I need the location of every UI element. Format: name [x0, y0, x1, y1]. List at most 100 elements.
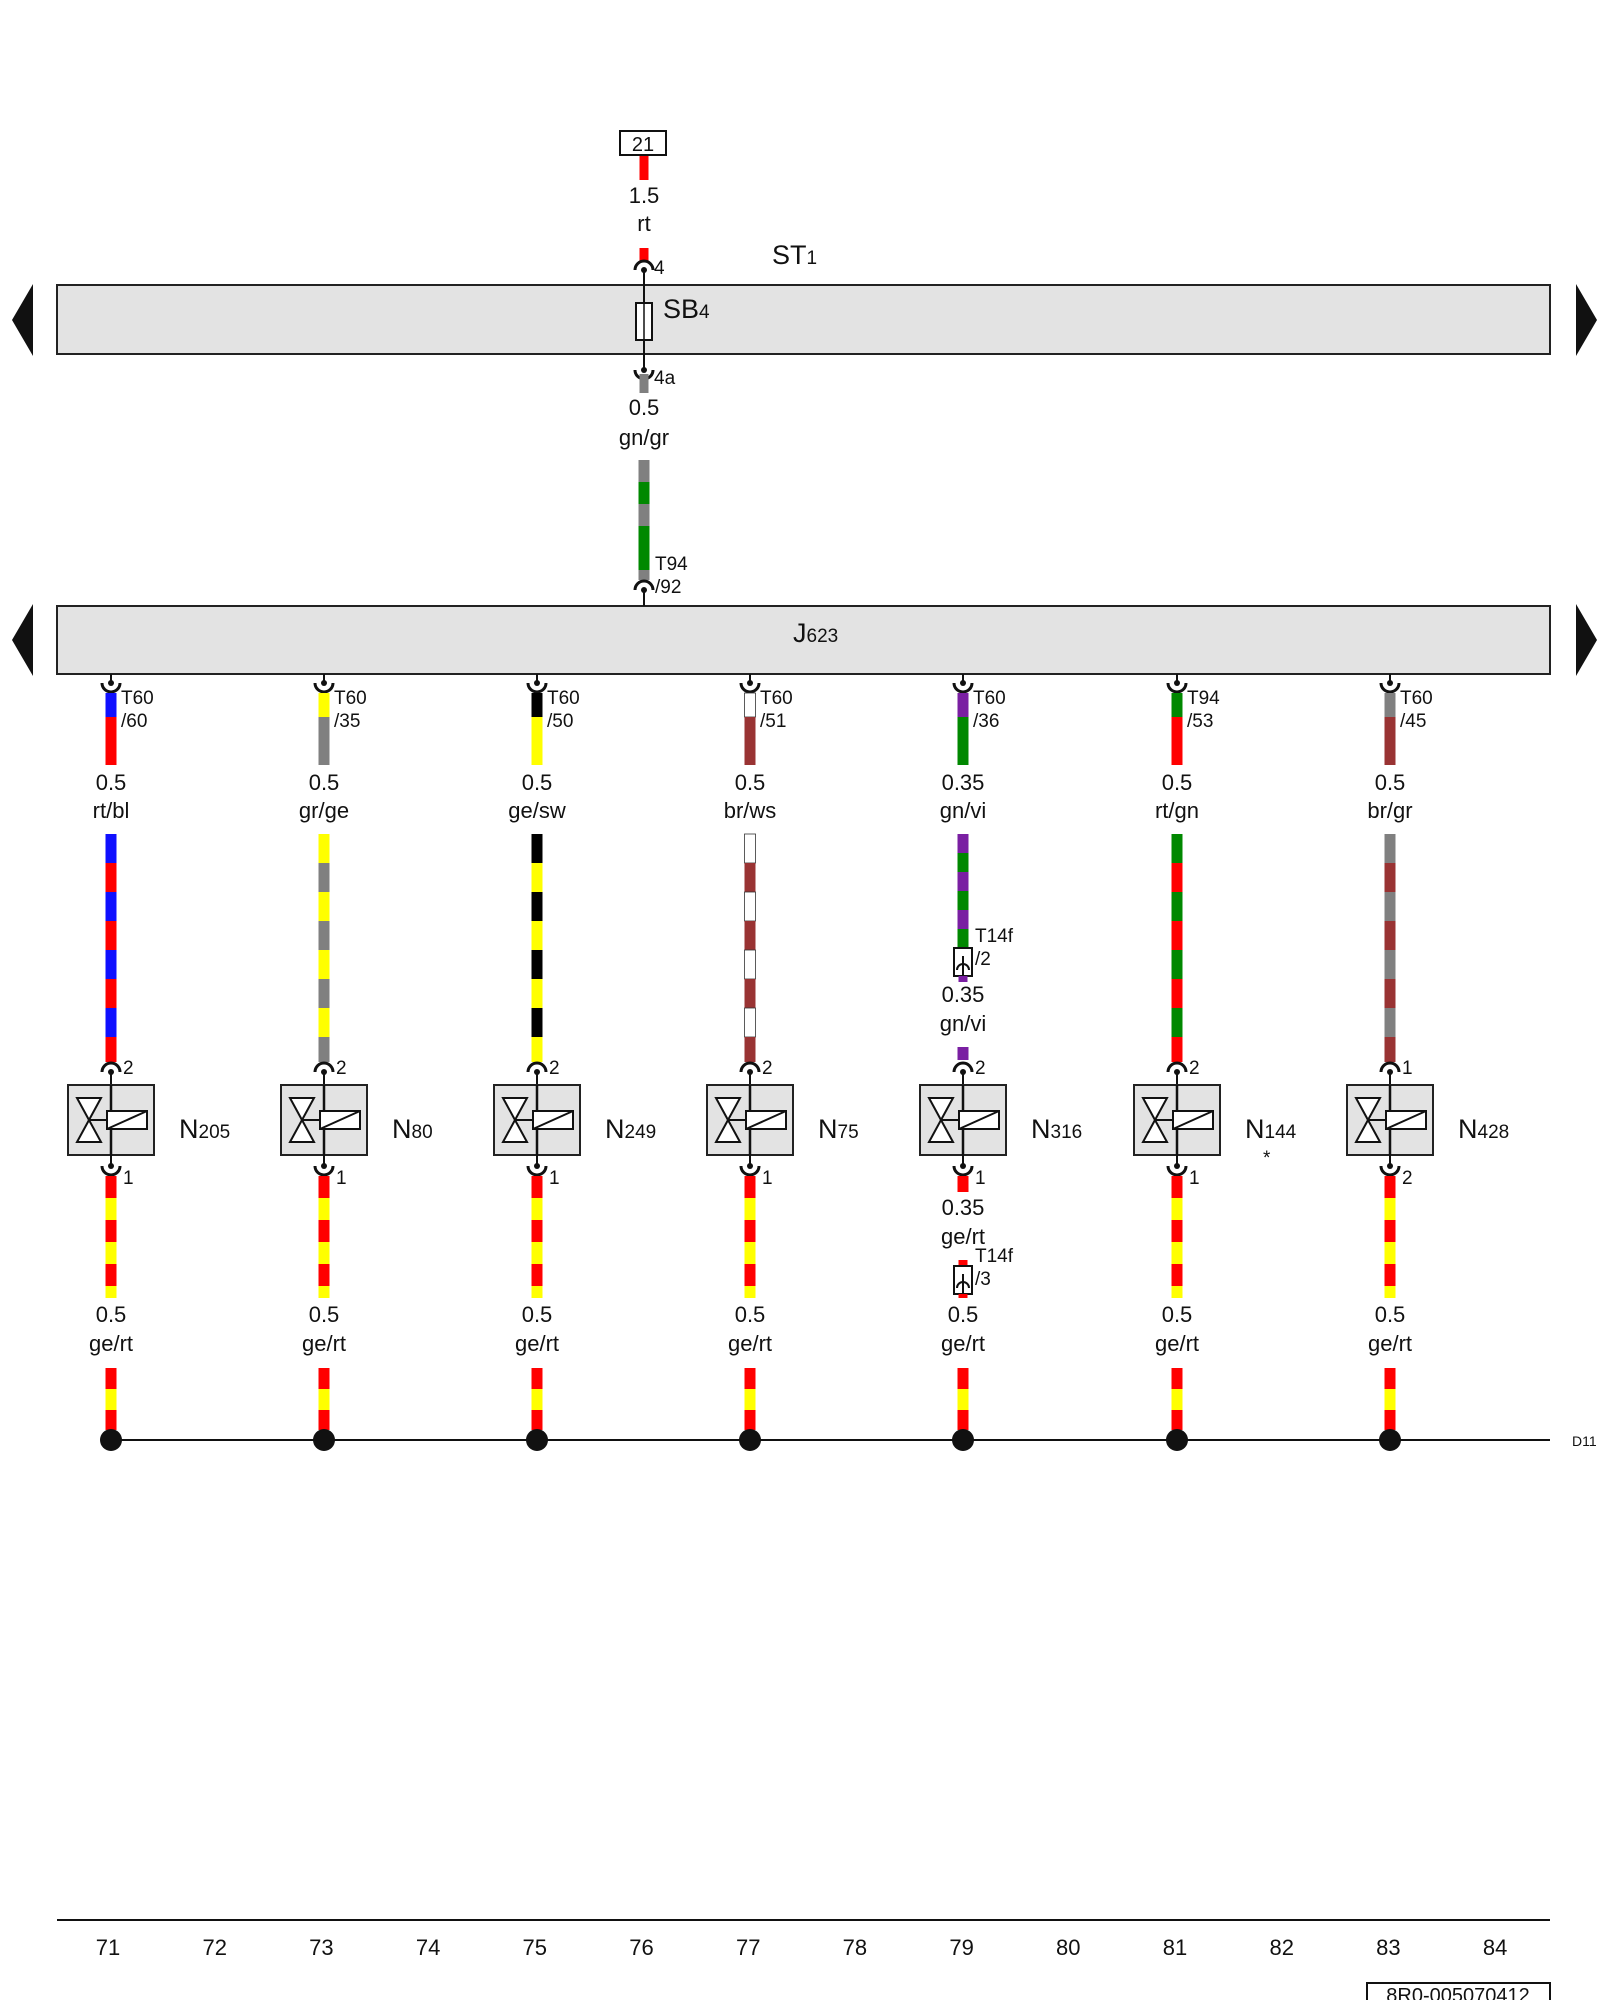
valve-pin-top-label: 1: [1402, 1058, 1413, 1079]
ground-wire-segment: [744, 1286, 756, 1298]
ecu-out-pin-dot: [1387, 680, 1393, 686]
valve-N144-valve-bot: [1141, 1117, 1169, 1143]
footer-number: 73: [309, 1935, 333, 1960]
wire-long-segment: [1171, 921, 1183, 950]
valve-pin-bot-dot: [321, 1163, 327, 1169]
ground-wire-color: ge/rt: [302, 1331, 346, 1356]
supply-out-stub-segment: [639, 374, 649, 393]
doc-id: 8R0-005070412: [1386, 1985, 1529, 2000]
ecu-out-pin-dot: [960, 680, 966, 686]
supply-out-wire-segment: [638, 548, 650, 570]
wire-long-a-segment: [957, 853, 969, 872]
valve-pin-top-label: 2: [123, 1058, 134, 1079]
ground-wire-lower: [957, 1368, 969, 1430]
ecu-out-pin-dot: [534, 680, 540, 686]
ecu-out-pin-arc: [313, 682, 335, 694]
wire-long-segment: [318, 863, 330, 892]
ground-wire-lower-segment: [105, 1410, 117, 1430]
ecu-out-pin-dot: [747, 680, 753, 686]
valve-N205: [67, 1084, 155, 1156]
ground-wire-segment: [1171, 1264, 1183, 1286]
ground-wire-segment: [318, 1198, 330, 1220]
wire-size: 0.5: [735, 770, 766, 795]
valve-N205-coil-diag: [106, 1110, 148, 1130]
valve-pin-top-label: 2: [549, 1058, 560, 1079]
valve-pin-bot-label: 1: [123, 1168, 134, 1189]
wire-long-segment: [744, 921, 756, 950]
ground-wire-segment: [1384, 1198, 1396, 1220]
wire-stub-segment: [744, 717, 756, 741]
ground-wire-size: 0.5: [948, 1302, 979, 1327]
valve-pin-top-arc: [100, 1061, 122, 1073]
ground-wire-lower-segment: [957, 1368, 969, 1389]
wire-stub-segment: [531, 693, 543, 717]
valve-pin-bot-label: 1: [975, 1168, 986, 1189]
valve-N249-valve-bot: [501, 1117, 529, 1143]
wire-long-segment: [744, 891, 756, 922]
valve-N80-valve-top: [288, 1097, 316, 1123]
wire-long: [1171, 834, 1183, 1062]
ground-wire-segment: [318, 1176, 330, 1198]
ecu-out-connector: T60: [121, 688, 154, 709]
ground-wire-lower-segment: [318, 1410, 330, 1430]
wire-long-segment: [531, 1008, 543, 1037]
wire-inline-stub-segment: [958, 976, 968, 982]
ground-wire-segment: [744, 1242, 756, 1264]
ground-wire-segment: [318, 1242, 330, 1264]
wire-long-segment: [1171, 834, 1183, 863]
supply-wire-size: 1.5: [629, 183, 660, 208]
valve-pin-top-arc: [1166, 1061, 1188, 1073]
supply-out-wire-segment: [638, 570, 650, 580]
ecu-bar: [56, 605, 1551, 675]
footer-number: 71: [96, 1935, 120, 1960]
wire-long-segment: [744, 833, 756, 864]
valve-N144-coil-diag: [1172, 1110, 1214, 1130]
wire-long-segment: [1384, 1037, 1396, 1062]
ground-wire-segment: [744, 1220, 756, 1242]
wire-stub-segment: [105, 693, 117, 717]
wire-color: rt/bl: [93, 798, 130, 823]
valve-N205-valve-bot: [75, 1117, 103, 1143]
wire-long-segment: [531, 863, 543, 892]
wire-long-segment: [105, 1037, 117, 1062]
ecu-out-pin-arc: [1166, 682, 1188, 694]
footer-number: 78: [843, 1935, 867, 1960]
ground-wire-segment: [1171, 1286, 1183, 1298]
wire-long-segment: [318, 892, 330, 921]
wire-long-segment: [1171, 950, 1183, 979]
ground-wire-size: 0.5: [96, 1302, 127, 1327]
ground-wire: [105, 1176, 117, 1298]
ground-junction-dot: [1166, 1429, 1188, 1451]
wire-size: 0.35: [942, 770, 985, 795]
ground-wire-size: 0.5: [309, 1302, 340, 1327]
valve-asterisk: *: [1263, 1148, 1271, 1169]
wire-long-segment: [1384, 863, 1396, 892]
ecu-out-connector-pin: /36: [973, 711, 999, 732]
ground-wire-lower-segment: [531, 1368, 543, 1389]
wire-stub-segment: [531, 717, 543, 741]
supply-out-stub: [639, 374, 649, 393]
wire-size: 0.5: [522, 770, 553, 795]
fuse-panel-label: ST1: [772, 240, 817, 270]
ground-wire-color: ge/rt: [515, 1331, 559, 1356]
wire-long-segment: [318, 979, 330, 1008]
wire-long-segment: [318, 921, 330, 950]
wire-stub-segment: [1384, 693, 1396, 717]
valve-N75-valve-bot: [714, 1117, 742, 1143]
ground-wire-segment: [1384, 1286, 1396, 1298]
valve-N428-valve-bot: [1354, 1117, 1382, 1143]
valve-N316-valve-bot: [927, 1117, 955, 1143]
wire-long-segment: [744, 863, 756, 892]
ground-wire-lower: [1171, 1368, 1183, 1430]
valve-pin-bot-arc: [526, 1165, 548, 1177]
valve-pin-bot-arc: [1166, 1165, 1188, 1177]
ecu-out-connector: T60: [547, 688, 580, 709]
wire-color-2: gn/vi: [940, 1011, 986, 1036]
valve-pin-bot-arc: [100, 1165, 122, 1177]
supply-pin-out: 4a: [654, 368, 676, 389]
ecu-left-arrow-icon: [12, 604, 33, 676]
valve-pin-top-label: 2: [762, 1058, 773, 1079]
valve-N75-coil-diag: [745, 1110, 787, 1130]
supply-out-wire: [638, 460, 650, 580]
